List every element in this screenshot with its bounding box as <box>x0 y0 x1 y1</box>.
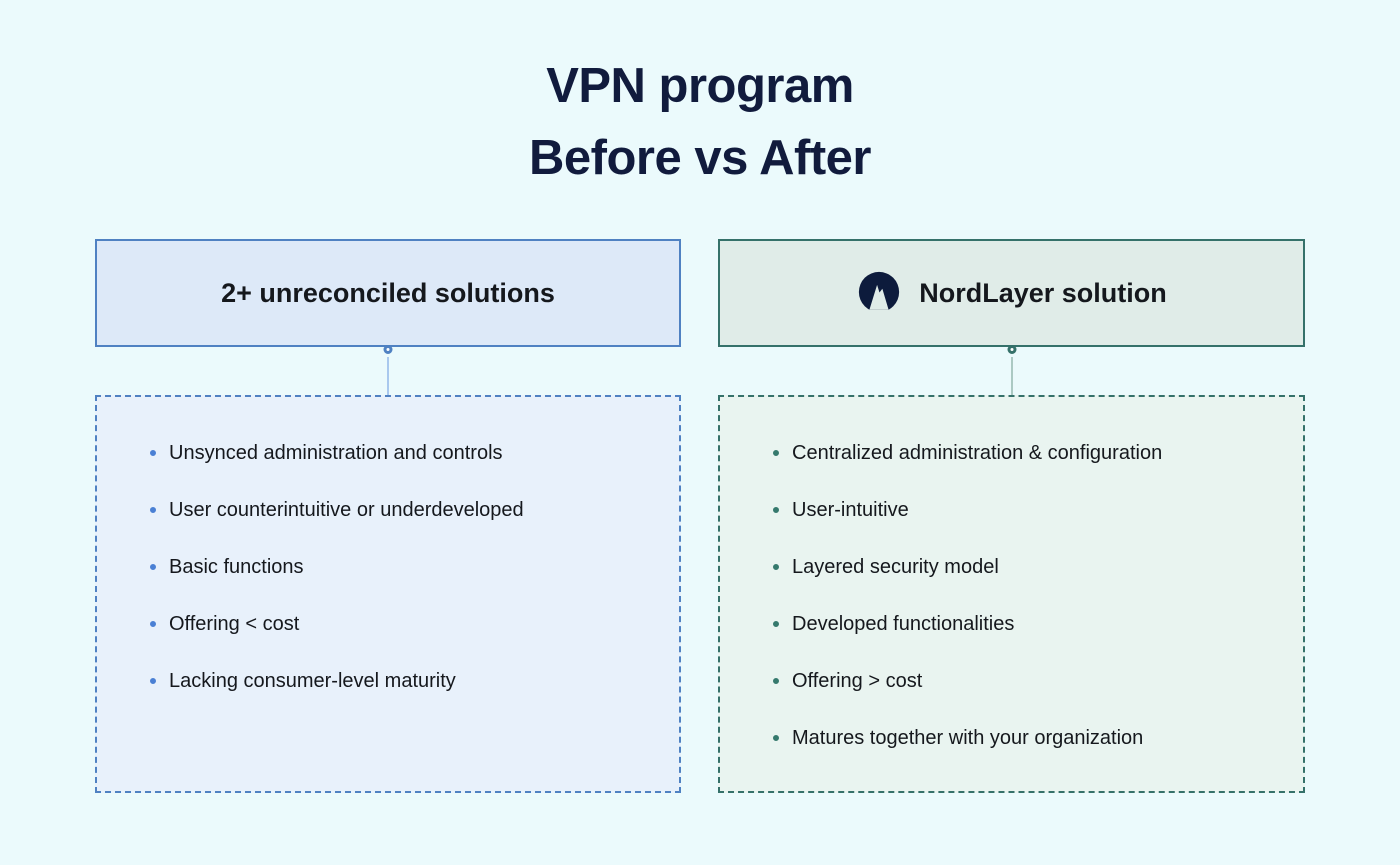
list-item: Lacking consumer-level maturity <box>150 667 659 695</box>
list-item-text: Basic functions <box>169 556 304 578</box>
list-item: Layered security model <box>773 553 1283 581</box>
before-header-label: 2+ unreconciled solutions <box>221 277 555 308</box>
bullet-ring-icon <box>773 564 779 570</box>
list-item-text: User counterintuitive or underdeveloped <box>169 499 524 521</box>
after-list: Centralized administration & configurati… <box>773 439 1283 752</box>
bullet-ring-icon <box>150 507 156 513</box>
after-header-box: NordLayer solution <box>718 239 1305 354</box>
nordlayer-mountain-icon <box>856 271 903 316</box>
list-item-text: Offering > cost <box>792 670 923 692</box>
before-header-box: 2+ unreconciled solutions <box>95 239 681 354</box>
list-item-text: Unsynced administration and controls <box>169 442 503 464</box>
list-item: Offering < cost <box>150 610 659 638</box>
connector-dot-icon <box>1007 345 1016 354</box>
bullet-ring-icon <box>150 621 156 627</box>
bullet-ring-icon <box>773 450 779 456</box>
before-column: 2+ unreconciled solutions Unsynced admin… <box>95 0 681 865</box>
bullet-ring-icon <box>773 507 779 513</box>
bullet-ring-icon <box>773 678 779 684</box>
list-item: Basic functions <box>150 553 659 581</box>
list-item-text: Layered security model <box>792 556 999 578</box>
bullet-ring-icon <box>773 621 779 627</box>
after-header-label: NordLayer solution <box>919 277 1167 308</box>
list-item: User-intuitive <box>773 496 1283 524</box>
list-item: Matures together with your organization <box>773 724 1283 752</box>
list-item: User counterintuitive or underdeveloped <box>150 496 659 524</box>
list-item-text: Lacking consumer-level maturity <box>169 670 456 692</box>
page-title-line1: VPN program <box>546 59 854 113</box>
bullet-ring-icon <box>773 735 779 741</box>
list-item-text: Offering < cost <box>169 613 300 635</box>
list-item: Centralized administration & configurati… <box>773 439 1283 467</box>
after-list-box: Centralized administration & configurati… <box>718 395 1305 793</box>
bullet-ring-icon <box>150 678 156 684</box>
list-item-text: Centralized administration & configurati… <box>792 442 1163 464</box>
list-item-text: Matures together with your organization <box>792 727 1144 749</box>
list-item-text: Developed functionalities <box>792 613 1015 635</box>
before-list: Unsynced administration and controls Use… <box>150 439 659 695</box>
list-item-text: User-intuitive <box>792 499 909 521</box>
page-title: VPN program Before vs After <box>0 50 1400 194</box>
before-list-box: Unsynced administration and controls Use… <box>95 395 681 793</box>
after-column: NordLayer solution Centralized administr… <box>718 0 1305 865</box>
bullet-ring-icon <box>150 450 156 456</box>
page-title-line2: Before vs After <box>529 131 871 185</box>
bullet-ring-icon <box>150 564 156 570</box>
list-item: Developed functionalities <box>773 610 1283 638</box>
list-item: Unsynced administration and controls <box>150 439 659 467</box>
connector-dot-icon <box>383 345 393 354</box>
list-item: Offering > cost <box>773 667 1283 695</box>
